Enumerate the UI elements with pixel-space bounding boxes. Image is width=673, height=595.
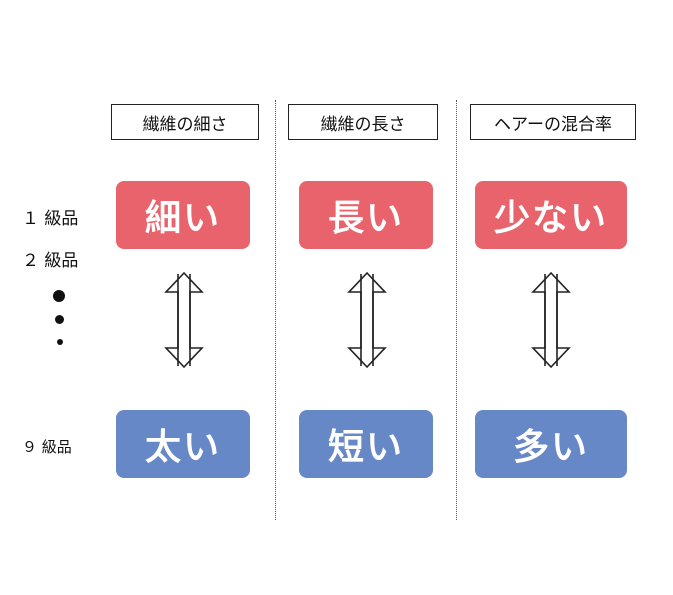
column-divider-1 <box>275 100 276 520</box>
grade-label-9: ９ 級品 <box>22 438 72 456</box>
top-pill-long: 長い <box>299 181 433 249</box>
top-pill-fine: 細い <box>116 181 250 249</box>
double-arrow-vertical-icon <box>164 271 204 369</box>
grade-label-1: １ 級品 <box>22 209 79 229</box>
header-fiber-length: 繊維の長さ <box>288 104 438 140</box>
ellipsis-dot-icon <box>57 339 63 345</box>
grade-label-2: ２ 級品 <box>22 251 79 271</box>
bottom-pill-many: 多い <box>475 410 627 478</box>
bottom-pill-short: 短い <box>299 410 433 478</box>
double-arrow-vertical-icon <box>531 271 571 369</box>
header-fiber-fineness: 繊維の細さ <box>111 104 259 140</box>
header-hair-mix-ratio: ヘアーの混合率 <box>470 104 636 140</box>
bottom-pill-thick: 太い <box>116 410 250 478</box>
ellipsis-dot-icon <box>55 315 64 324</box>
top-pill-few: 少ない <box>475 181 627 249</box>
ellipsis-dot-icon <box>53 290 65 302</box>
column-divider-2 <box>456 100 457 520</box>
double-arrow-vertical-icon <box>347 271 387 369</box>
